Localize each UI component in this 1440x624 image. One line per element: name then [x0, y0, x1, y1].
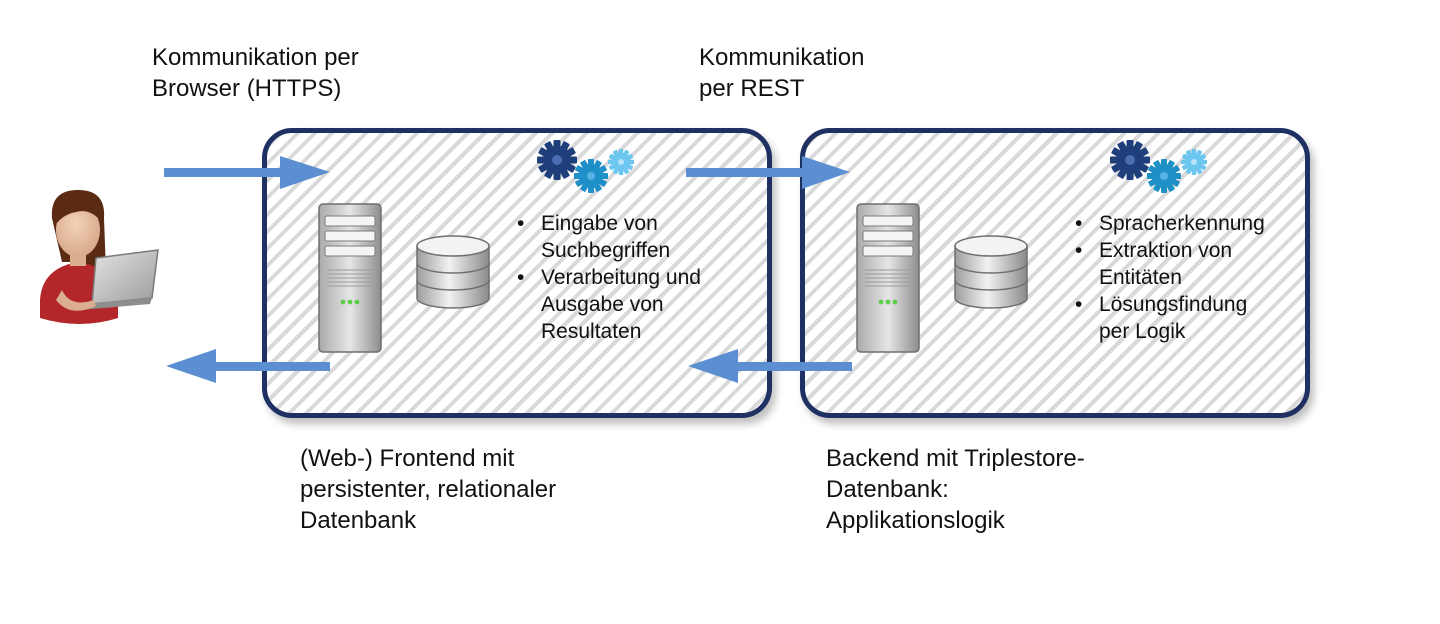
label-browser-communication: Kommunikation per Browser (HTTPS) — [152, 44, 359, 102]
bullet-item: Lösungsfindung per Logik — [1073, 291, 1303, 345]
arrow-user-to-frontend — [164, 156, 330, 189]
bullet-item: Spracherkennung — [1073, 210, 1303, 237]
bullet-item: Verarbeitung und Ausgabe von Resultaten — [515, 264, 755, 345]
backend-bullet-list: Spracherkennung Extraktion von Entitäten… — [1073, 210, 1303, 345]
arrow-frontend-to-backend — [686, 156, 850, 189]
database-icon — [416, 235, 490, 309]
label-frontend-description: (Web-) Frontend mit persistenter, relati… — [300, 445, 557, 534]
label-backend-description: Backend mit Triplestore- Datenbank: Appl… — [826, 445, 1085, 534]
server-tower-icon — [318, 203, 382, 353]
gears-icon — [537, 140, 634, 193]
gears-icon — [1110, 140, 1207, 193]
label-rest-communication: Kommunikation per REST — [699, 44, 865, 102]
user-with-laptop-icon — [40, 190, 159, 324]
bullet-item: Eingabe von Suchbegriffen — [515, 210, 755, 264]
server-tower-icon — [856, 203, 920, 353]
arrow-backend-to-frontend — [688, 349, 852, 383]
arrow-frontend-to-user — [166, 349, 330, 383]
database-icon — [954, 235, 1028, 309]
bullet-item: Extraktion von Entitäten — [1073, 237, 1303, 291]
frontend-bullet-list: Eingabe von Suchbegriffen Verarbeitung u… — [515, 210, 755, 345]
